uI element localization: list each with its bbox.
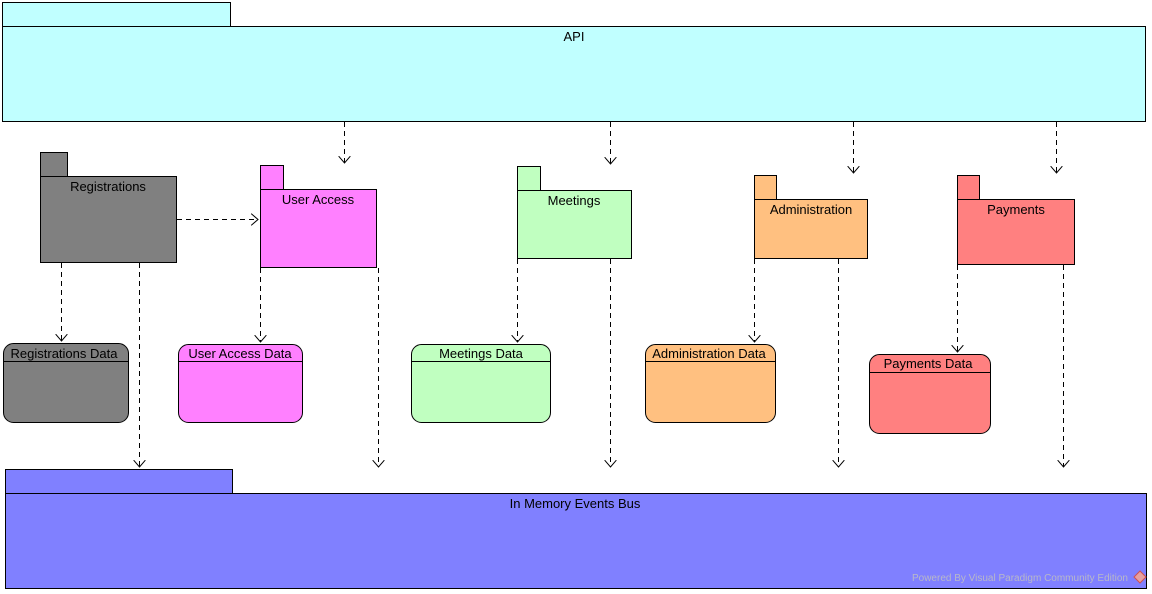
package-body [260, 189, 377, 268]
datastore-payments-data[interactable]: Payments Data [869, 354, 991, 434]
watermark: Powered By Visual Paradigm Community Edi… [912, 570, 1147, 584]
datastore-label: Registrations Data [11, 346, 119, 361]
package-body [517, 190, 632, 259]
package-label: In Memory Events Bus [510, 496, 641, 511]
datastore-body [411, 344, 551, 423]
vp-logo-icon [1133, 570, 1147, 584]
package-label: API [564, 29, 585, 44]
package-tab [517, 166, 541, 191]
datastore-body [645, 344, 776, 423]
package-registrations[interactable]: Registrations [40, 152, 177, 263]
package-tab [5, 469, 233, 494]
datastore-meetings-data[interactable]: Meetings Data [411, 344, 551, 423]
datastore-body [3, 343, 129, 423]
datastore-label: Payments Data [884, 356, 974, 371]
package-tab [2, 2, 231, 27]
package-events-bus[interactable]: In Memory Events Bus [5, 469, 1147, 589]
datastore-body [869, 354, 991, 434]
package-body [957, 199, 1075, 265]
package-tab [957, 175, 980, 200]
package-tab [260, 165, 284, 190]
datastore-user-access-data[interactable]: User Access Data [178, 344, 303, 423]
datastore-label: Administration Data [652, 346, 766, 361]
package-label: Administration [770, 202, 852, 217]
package-label: Registrations [70, 179, 146, 194]
datastore-label: User Access Data [188, 346, 292, 361]
package-payments[interactable]: Payments [957, 175, 1075, 265]
datastore-registrations-data[interactable]: Registrations Data [3, 343, 129, 423]
package-body [40, 176, 177, 263]
package-label: User Access [282, 192, 355, 207]
datastore-label: Meetings Data [439, 346, 524, 361]
package-body [2, 26, 1146, 122]
package-body [5, 493, 1147, 589]
package-meetings[interactable]: Meetings [517, 166, 632, 259]
package-body [754, 199, 868, 259]
package-user-access[interactable]: User Access [260, 165, 377, 268]
package-administration[interactable]: Administration [754, 175, 868, 259]
package-api[interactable]: API [2, 2, 1146, 122]
package-tab [754, 175, 777, 200]
datastore-administration-data[interactable]: Administration Data [645, 344, 776, 423]
package-label: Meetings [548, 193, 601, 208]
package-label: Payments [987, 202, 1045, 217]
datastore-body [178, 344, 303, 423]
watermark-text: Powered By Visual Paradigm Community Edi… [912, 573, 1128, 584]
package-tab [40, 152, 68, 177]
